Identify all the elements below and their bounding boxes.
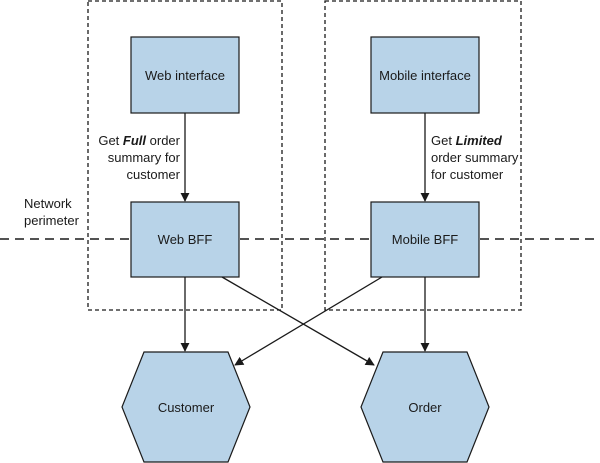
- order-label: Order: [408, 400, 442, 415]
- web-request-line-2: summary for: [108, 150, 181, 165]
- mobile-interface-box: [370, 36, 480, 114]
- mobile-request-line-1: Get Limited: [431, 133, 503, 148]
- network-perimeter-label-line-2: perimeter: [24, 213, 80, 228]
- mobile-bff-box: [370, 201, 480, 278]
- order-service-hexagon: [360, 351, 490, 463]
- network-perimeter-label-line-1: Network: [24, 196, 72, 211]
- web-interface-label: Web interface: [145, 68, 225, 83]
- mobile-client-boundary: [324, 0, 522, 311]
- mobile-interface-label: Mobile interface: [379, 68, 471, 83]
- arrow-web-bff-to-order: [221, 276, 375, 366]
- arrow-mobile-bff-to-customer: [234, 276, 383, 366]
- web-request-label: Get Full order summary for customer: [98, 133, 180, 182]
- web-request-line-1: Get Full order: [98, 133, 180, 148]
- web-request-line-3: customer: [127, 167, 181, 182]
- mobile-request-label: Get Limited order summary for customer: [431, 133, 519, 182]
- mobile-request-line-3: for customer: [431, 167, 504, 182]
- mobile-bff-label: Mobile BFF: [392, 232, 459, 247]
- web-bff-box: [130, 201, 240, 278]
- customer-service-hexagon: [121, 351, 251, 463]
- web-bff-label: Web BFF: [158, 232, 213, 247]
- web-interface-box: [130, 36, 240, 114]
- customer-label: Customer: [158, 400, 215, 415]
- mobile-request-line-2: order summary: [431, 150, 519, 165]
